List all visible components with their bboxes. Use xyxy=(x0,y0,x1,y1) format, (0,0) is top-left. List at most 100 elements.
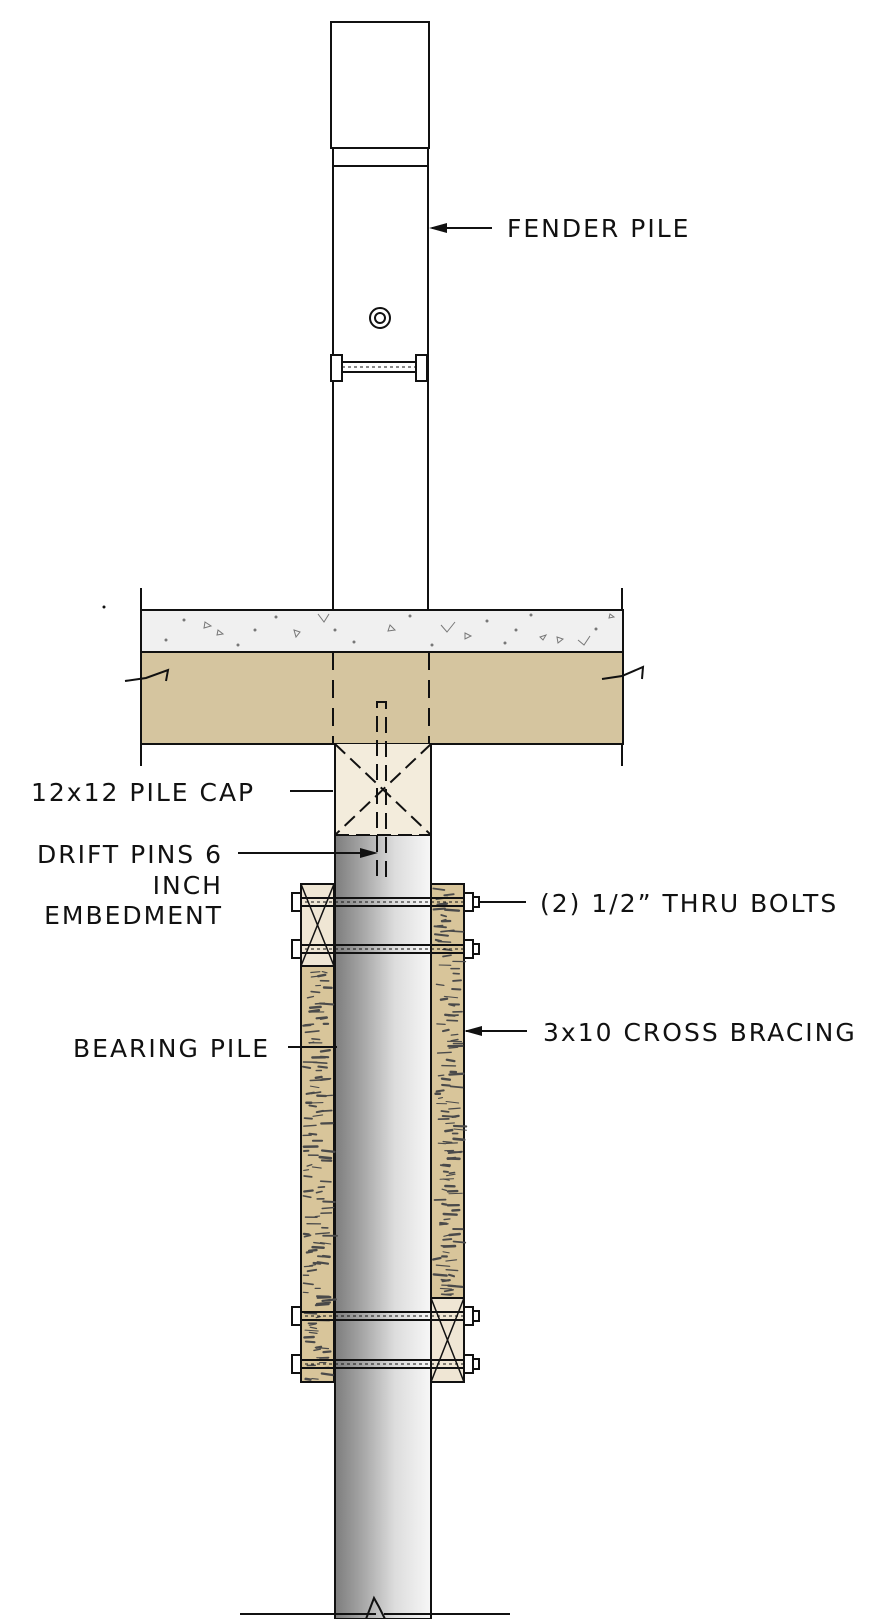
grain-streak xyxy=(308,1323,317,1326)
grain-streak xyxy=(311,1378,319,1380)
grain-streak xyxy=(442,1140,453,1144)
pile-cap-block xyxy=(334,743,432,836)
grain-streak xyxy=(304,1340,316,1344)
bolt-tip xyxy=(472,1310,480,1322)
grain-streak xyxy=(439,1287,453,1290)
grain-streak xyxy=(306,1268,318,1273)
grain-streak xyxy=(310,975,318,978)
bolt-head xyxy=(291,939,302,959)
grain-streak xyxy=(437,1142,447,1145)
grain-streak xyxy=(302,1023,312,1027)
grain-streak xyxy=(442,1212,458,1216)
grain-streak xyxy=(304,1030,320,1034)
grain-streak xyxy=(310,990,321,994)
grain-streak xyxy=(303,1234,312,1238)
grain-streak xyxy=(441,1188,448,1192)
grain-streak xyxy=(303,1124,317,1127)
grain-streak xyxy=(312,1114,324,1117)
grain-streak xyxy=(309,1326,318,1330)
grain-streak xyxy=(439,1178,455,1180)
grain-streak xyxy=(302,1065,312,1069)
bolt-tip xyxy=(472,943,480,955)
grain-streak xyxy=(306,995,315,999)
bolt-head xyxy=(291,1306,302,1326)
grain-streak xyxy=(305,1250,314,1254)
grain-streak xyxy=(321,970,328,974)
grain-streak xyxy=(320,1372,334,1377)
grain-streak xyxy=(444,1128,454,1133)
grain-streak xyxy=(441,1083,451,1087)
grain-streak xyxy=(314,1303,330,1307)
grain-streak xyxy=(320,1149,336,1153)
fender-bolt-head xyxy=(369,307,391,329)
grain-streak xyxy=(303,1175,313,1178)
grain-streak xyxy=(448,1192,463,1195)
grain-streak xyxy=(447,1150,463,1155)
fender-thru-bolt xyxy=(330,354,428,382)
grain-streak xyxy=(442,1238,453,1241)
grain-streak xyxy=(314,1215,321,1218)
label-drift-pins-line2: INCH xyxy=(153,871,223,900)
grain-streak xyxy=(449,1003,456,1007)
grain-streak xyxy=(314,1075,323,1080)
grain-streak xyxy=(314,1002,326,1005)
fender-pile xyxy=(330,21,430,611)
grain-streak xyxy=(308,1263,317,1267)
grain-streak xyxy=(315,1232,330,1235)
label-bearing-pile: BEARING PILE xyxy=(73,1034,270,1063)
grain-streak xyxy=(451,988,462,991)
grain-streak xyxy=(432,887,446,891)
grain-streak xyxy=(315,1016,328,1020)
grain-streak xyxy=(440,1244,455,1248)
grain-streak xyxy=(304,1329,319,1332)
grain-streak xyxy=(303,1117,313,1120)
grain-streak xyxy=(452,1124,468,1128)
grain-streak xyxy=(308,1008,321,1013)
thru-bolt xyxy=(291,1354,480,1374)
grain-streak xyxy=(439,997,449,1001)
label-drift-pins-line1: DRIFT PINS 6 xyxy=(37,840,223,869)
grain-streak xyxy=(314,1346,330,1350)
grain-streak xyxy=(442,1251,450,1254)
grain-streak xyxy=(321,1298,337,1303)
label-cross-bracing: 3x10 CROSS BRACING xyxy=(543,1018,857,1047)
leader-cross-bracing xyxy=(464,1026,527,1036)
grain-streak xyxy=(443,995,459,999)
grain-streak xyxy=(319,1078,331,1081)
grain-streak xyxy=(316,1296,332,1299)
grain-streak xyxy=(444,1013,456,1017)
grain-streak xyxy=(437,940,452,943)
grain-streak xyxy=(315,1316,322,1319)
grain-streak xyxy=(305,1091,316,1095)
grain-streak xyxy=(448,1046,459,1049)
grain-streak xyxy=(316,1261,330,1265)
grain-streak xyxy=(448,1072,465,1076)
leader-drift-pins xyxy=(238,848,378,858)
beam-break-left xyxy=(124,668,170,682)
grain-streak xyxy=(448,1232,461,1237)
grain-streak xyxy=(443,1218,451,1221)
grain-streak xyxy=(450,1038,459,1042)
grain-streak xyxy=(319,1180,332,1183)
grain-streak xyxy=(315,1301,332,1305)
grain-streak xyxy=(322,1350,332,1354)
grain-streak xyxy=(304,1377,312,1381)
grain-streak xyxy=(315,1190,323,1194)
label-fender-pile: FENDER PILE xyxy=(507,214,690,243)
grain-streak xyxy=(452,1240,467,1244)
grain-streak xyxy=(448,1107,461,1110)
grain-streak xyxy=(311,1245,325,1250)
grain-streak xyxy=(445,1259,458,1262)
grain-streak xyxy=(432,907,446,911)
thru-bolt xyxy=(291,892,480,912)
grain-streak xyxy=(452,1137,466,1142)
right-blocking-bottom xyxy=(430,1297,465,1383)
bolt-tip xyxy=(472,896,480,908)
grain-streak xyxy=(319,1048,331,1053)
grain-streak xyxy=(439,1221,448,1225)
grain-streak xyxy=(446,1173,456,1177)
grain-streak xyxy=(302,1282,314,1286)
grain-streak xyxy=(441,1028,450,1033)
grain-streak xyxy=(303,1265,314,1268)
